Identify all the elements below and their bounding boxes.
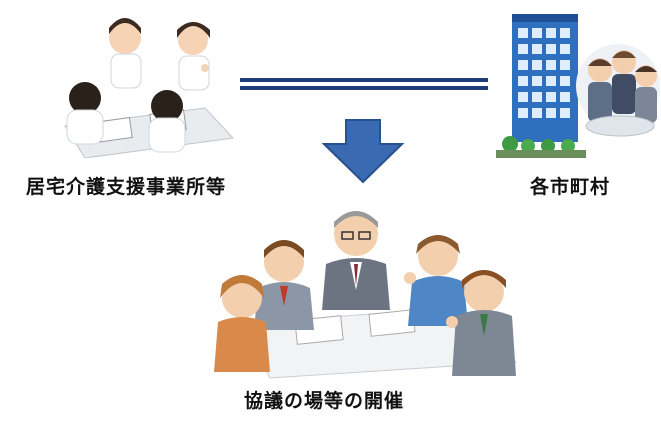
- conference-meeting-illustration: [200, 204, 520, 380]
- down-arrow-icon: [322, 118, 404, 184]
- caption-care-offices: 居宅介護支援事業所等: [26, 176, 227, 198]
- double-line-connector: [240, 74, 488, 94]
- caption-consultation-meeting: 協議の場等の開催: [244, 390, 405, 412]
- city-hall-building-illustration: [496, 6, 660, 158]
- care-staff-meeting-illustration: [55, 8, 235, 158]
- caption-municipalities: 各市町村: [530, 176, 611, 198]
